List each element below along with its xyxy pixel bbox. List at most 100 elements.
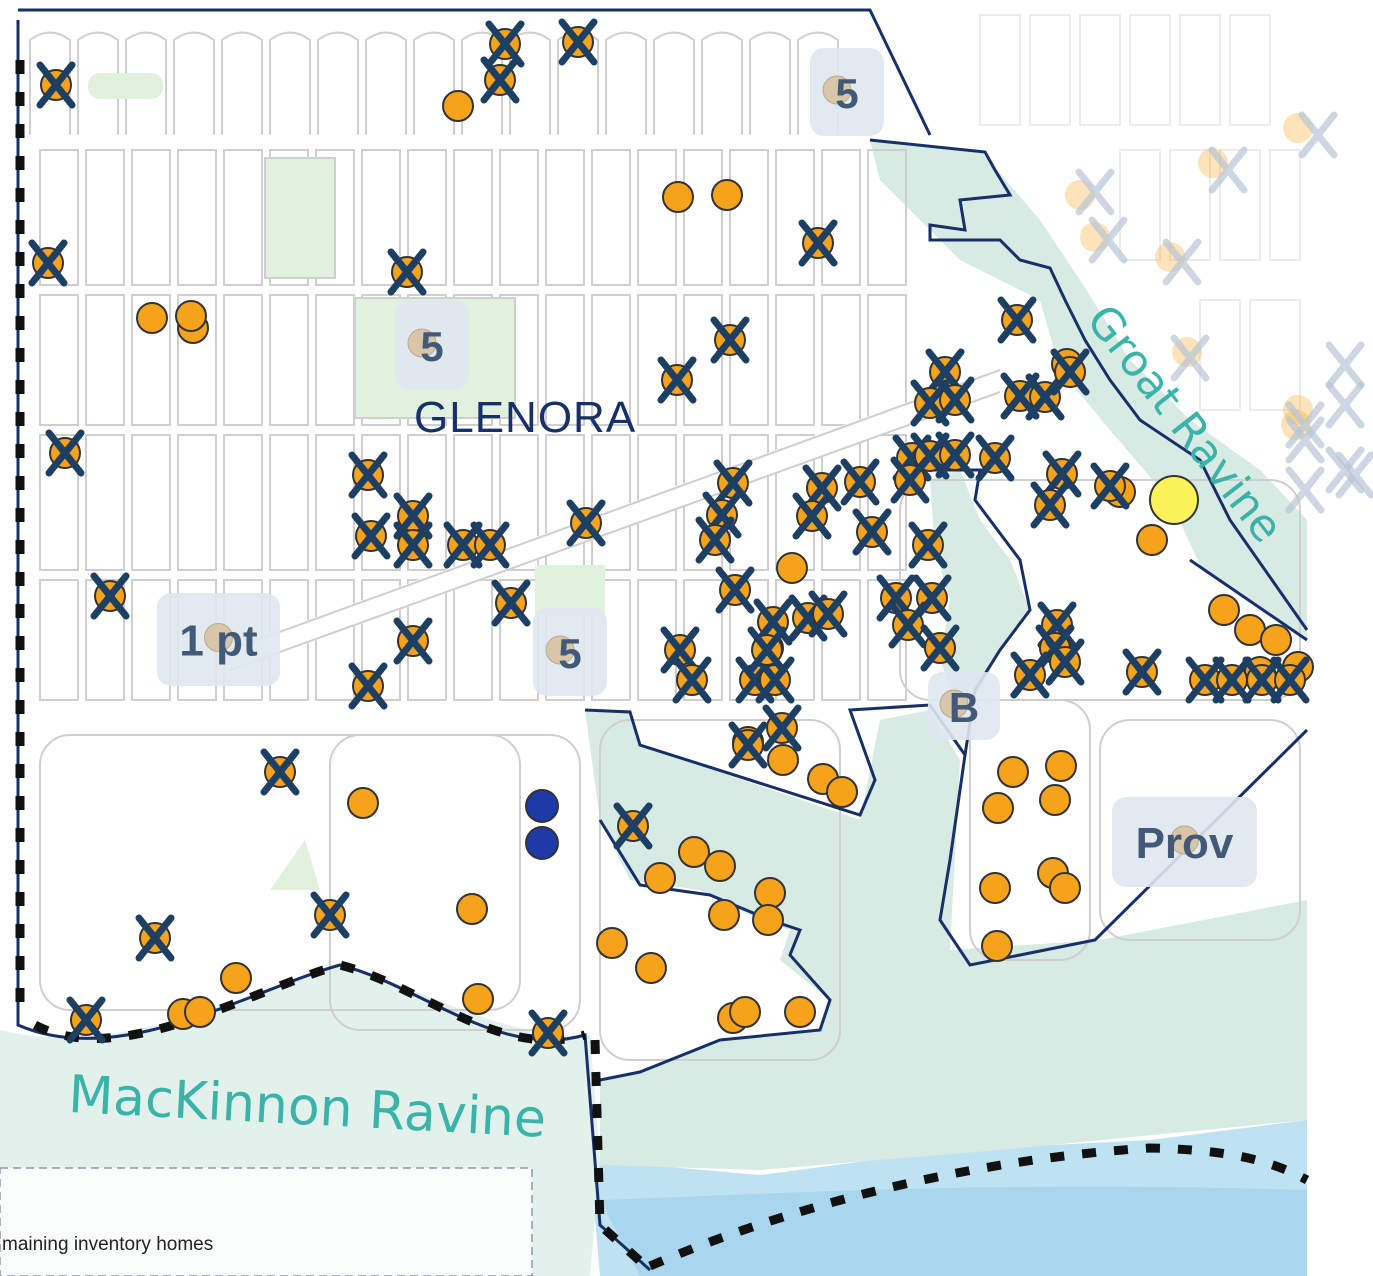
faded-x-mark-icon [1075,168,1115,216]
sold-x-mark-icon [798,219,838,267]
home-marker [784,996,816,1028]
sold-x-mark-icon [45,429,85,477]
sold-x-mark-icon [935,431,975,479]
faded-x-mark-icon [1335,451,1373,499]
home-marker [752,904,784,936]
home-marker [826,776,858,808]
municipal-boundary-river [590,1039,654,1274]
sold-x-mark-icon [348,451,388,499]
sold-x-mark-icon [1025,373,1065,421]
sold-x-mark-icon [1212,656,1252,704]
badge-5-park: 5 [395,300,469,390]
home-marker [644,862,676,894]
home-marker [136,302,168,334]
park-triangle [270,840,320,890]
sold-x-mark-icon [908,521,948,569]
badge-prov: Prov [1112,797,1257,887]
municipal-boundary-river-south [648,1143,1310,1271]
home-marker [456,893,488,925]
sold-x-mark-icon [997,296,1037,344]
lower-ravine-area [585,710,1307,1170]
home-marker [175,300,207,332]
diagonal-avenue [226,369,1004,671]
special-marker [525,826,559,860]
river-edge [600,1186,1307,1276]
sold-x-mark-icon [840,458,880,506]
sold-x-mark-icon [1050,348,1090,396]
sold-x-mark-icon [695,516,735,564]
special-marker [525,789,559,823]
sold-x-mark-icon [310,891,350,939]
faded-x-mark-icon [1325,381,1365,429]
sold-x-mark-icon [1045,638,1085,686]
highlight-marker [1149,475,1199,525]
home-marker [596,927,628,959]
sold-x-mark-icon [713,459,753,507]
sold-x-mark-icon [491,579,531,627]
sold-x-mark-icon [808,590,848,638]
home-marker [981,930,1013,962]
sold-x-mark-icon [1122,648,1162,696]
legend-box [0,1167,533,1276]
home-marker [462,983,494,1015]
badge-label: Prov [1136,819,1234,868]
home-marker [635,952,667,984]
sold-x-mark-icon [443,521,483,569]
faded-x-mark-icon [1325,446,1365,494]
sold-x-mark-icon [528,1009,568,1057]
neighbour-area-faded [979,14,1301,411]
sold-x-mark-icon [672,656,712,704]
sold-x-mark-icon [975,434,1015,482]
home-marker [678,836,710,868]
sold-x-mark-icon [613,802,653,850]
sold-x-mark-icon [260,748,300,796]
sold-x-mark-icon [566,499,606,547]
sold-x-mark-icon [710,316,750,364]
sold-x-mark-icon [762,704,802,752]
sold-x-mark-icon [1010,651,1050,699]
sold-x-mark-icon [935,376,975,424]
badge-1pt: 1 pt [157,593,280,686]
sold-x-mark-icon [660,626,700,674]
sold-x-mark-icon [393,521,433,569]
sold-x-mark-icon [715,566,755,614]
park-south [535,565,605,615]
home-marker [1049,872,1081,904]
home-marker [704,850,736,882]
home-marker [442,90,474,122]
home-marker [979,872,1011,904]
sold-x-mark-icon [558,18,598,66]
faded-x-mark-icon [1162,238,1202,286]
badge-label: 1 pt [179,617,258,666]
badge-label: 5 [835,70,858,117]
sold-x-mark-icon [351,512,391,560]
groat-boundary [869,138,1309,631]
park-strip [88,73,163,99]
legend-remaining-inventory: maining inventory homes [2,1234,213,1255]
faded-x-mark-icon [1285,416,1325,464]
faded-x-mark-icon [1285,401,1325,449]
badge-label: 5 [558,630,581,677]
sold-x-mark-icon [890,456,930,504]
south-boundary-lower [598,819,832,1082]
sold-x-mark-icon [1185,656,1225,704]
sold-x-mark-icon [657,356,697,404]
sold-x-mark-icon [90,572,130,620]
sold-x-mark-icon [747,626,787,674]
sold-x-mark-icon [728,721,768,769]
sold-x-mark-icon [1042,450,1082,498]
home-marker [997,756,1029,788]
home-marker [220,962,252,994]
street-grid [29,31,1301,1061]
neighbourhood-boundary-north [18,8,932,136]
sold-x-mark-icon [393,617,433,665]
sold-x-mark-icon [1270,656,1310,704]
badge-label: 5 [420,323,443,370]
faded-x-mark-icon [1170,334,1210,382]
home-marker [184,996,216,1028]
neighbourhood-label: GLENORA [414,393,636,442]
sold-x-mark-icon [1090,462,1130,510]
sold-x-mark-icon [888,601,928,649]
faded-x-mark-icon [1325,341,1365,389]
